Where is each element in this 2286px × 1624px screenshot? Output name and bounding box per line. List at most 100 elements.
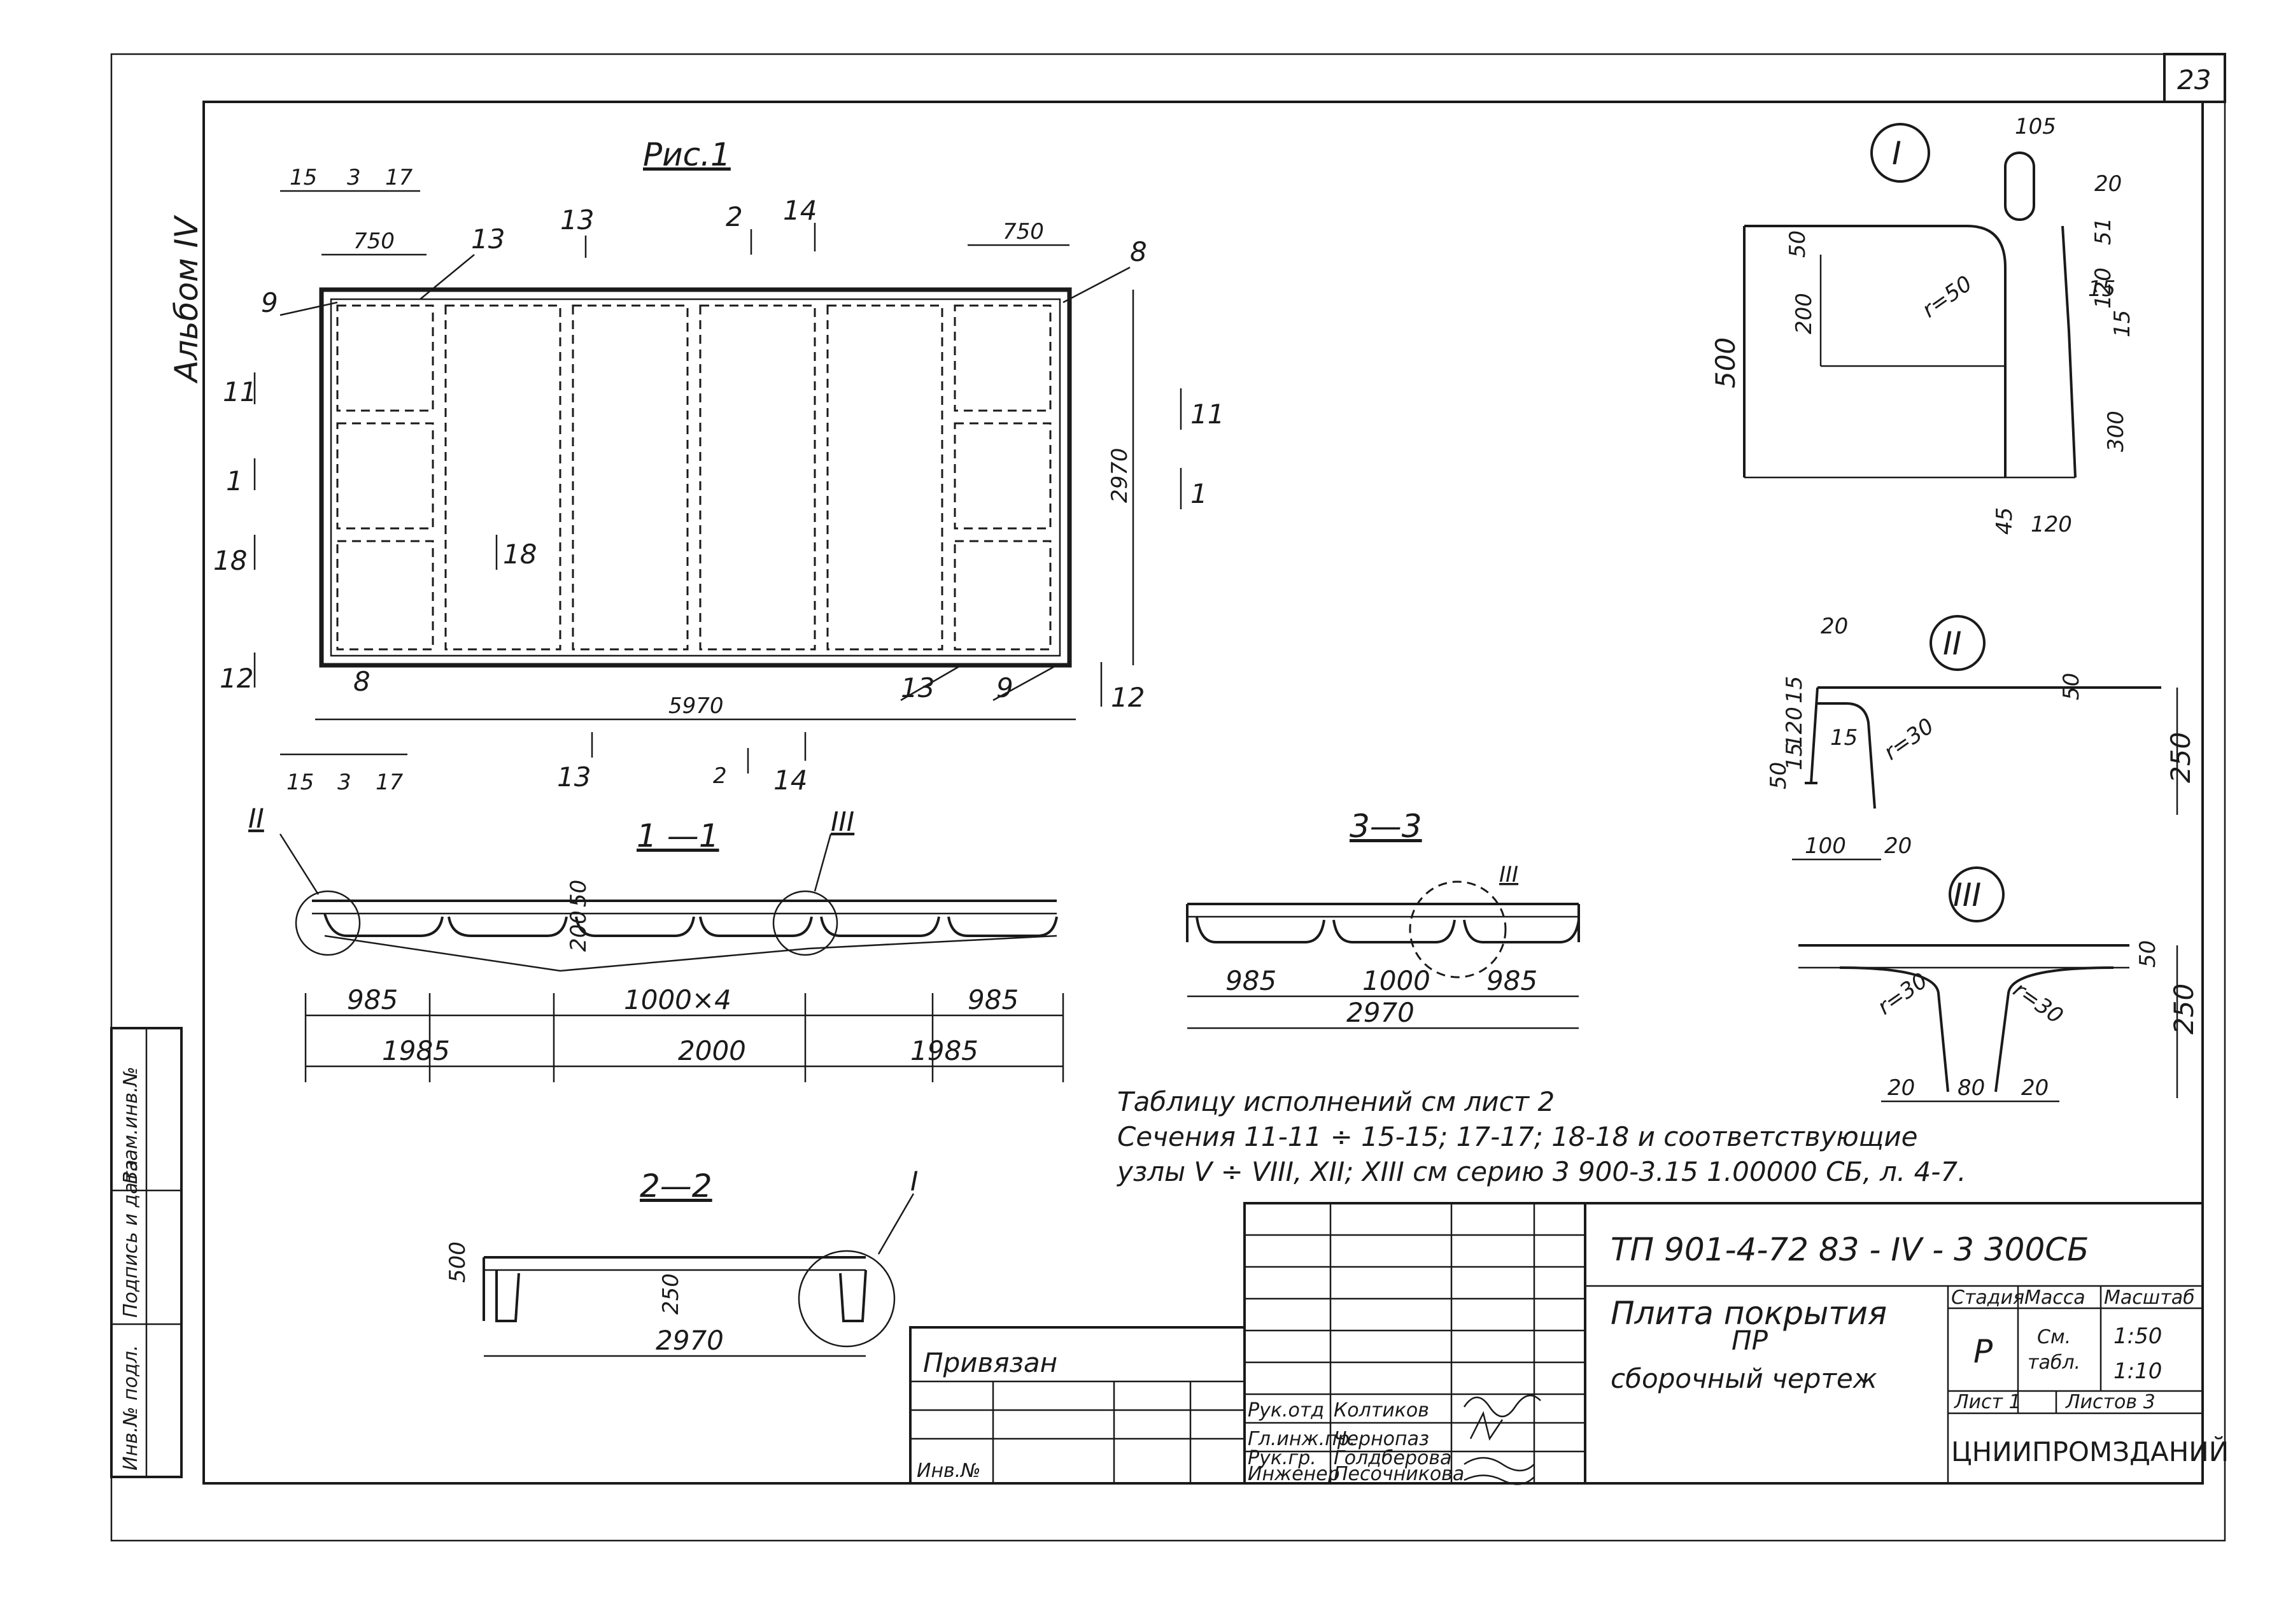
mark-12-right: 12 bbox=[1111, 682, 1145, 713]
nodeI-120b: 120 bbox=[2031, 512, 2072, 537]
dim-50-section11: 50 bbox=[566, 880, 591, 907]
dim-750-left: 750 bbox=[353, 229, 395, 254]
mark-bottom-3: 3 bbox=[337, 770, 351, 795]
callout-9-top-left: 9 bbox=[261, 287, 278, 318]
mark-11-left: 11 bbox=[223, 376, 257, 407]
node-II-label: II bbox=[1943, 625, 1962, 662]
callout-9-bottom-right: 9 bbox=[996, 672, 1013, 703]
dim33-1000: 1000 bbox=[1362, 965, 1430, 996]
nodeII-15c: 15 bbox=[1830, 725, 1858, 751]
nodeII-20: 20 bbox=[1821, 614, 1848, 639]
role-2: Гл.инж.пр. bbox=[1248, 1428, 1355, 1450]
role-3: Рук.гр. bbox=[1248, 1447, 1316, 1469]
section-3-3: 3—3 III 985 1000 985 2970 bbox=[1186, 808, 1580, 1029]
nodeI-500: 500 bbox=[1710, 337, 1741, 388]
nodeII-250: 250 bbox=[2165, 732, 2196, 783]
mark-18-inner: 18 bbox=[503, 539, 537, 570]
dim33-985-right: 985 bbox=[1486, 965, 1537, 996]
mark-1-left: 1 bbox=[226, 465, 243, 497]
dim-top-3: 3 bbox=[347, 165, 361, 190]
side-stamp: Инв.№ подл. Подпись и дата Взам.инв.№ bbox=[110, 1027, 183, 1478]
signature-scribble bbox=[1463, 1394, 1541, 1485]
nodeI-200: 200 bbox=[1791, 293, 1817, 334]
nodeII-50: 50 bbox=[2059, 673, 2084, 700]
node-III-label: III bbox=[1953, 877, 1981, 914]
dim-1000x4: 1000×4 bbox=[624, 984, 731, 1015]
mark-14-bottom: 14 bbox=[773, 765, 807, 796]
mark-bottom-17: 17 bbox=[376, 770, 404, 795]
name-2: Чернопаз bbox=[1334, 1428, 1429, 1450]
note-line-3: узлы V ÷ VIII, XII; XIII см серию 3 900-… bbox=[1116, 1156, 1966, 1187]
mass-header: Масса bbox=[2024, 1287, 2085, 1309]
side-label-sign: Подпись и дата bbox=[120, 1160, 142, 1318]
section-1-1: 1 —1 II III 50 200 985 1000×4 985 1985 2… bbox=[248, 803, 1064, 1082]
inv-no-label: Инв.№ bbox=[917, 1460, 980, 1482]
dim22-500: 500 bbox=[445, 1241, 470, 1283]
nodeIII-250: 250 bbox=[2168, 984, 2199, 1034]
nodeII-100: 100 bbox=[1805, 833, 1846, 859]
drawing-code: ТП 901-4-72 83 - IV - 3 300СБ bbox=[1611, 1231, 2089, 1268]
privyazan-label: Привязан bbox=[923, 1347, 1057, 1378]
node-I-label: I bbox=[1892, 135, 1901, 172]
notes: Таблицу исполнений см лист 2 Сечения 11-… bbox=[1116, 1086, 1966, 1187]
drawing-name-2: ПР bbox=[1732, 1325, 1768, 1356]
drawing-name-1: Плита покрытия bbox=[1611, 1295, 1887, 1332]
role-1: Рук.отд bbox=[1248, 1399, 1324, 1422]
mark-14-top: 14 bbox=[783, 195, 817, 226]
slab-outline bbox=[319, 287, 1072, 668]
node-III-marker-33: III bbox=[1499, 862, 1518, 887]
nodeIII-r30-right: r=30 bbox=[2008, 977, 2068, 1029]
mark-18-left: 18 bbox=[213, 545, 247, 576]
stage-value: Р bbox=[1973, 1333, 1993, 1370]
mark-13-top: 13 bbox=[560, 204, 594, 236]
section-2-2: 2—2 I 500 250 2970 bbox=[445, 1166, 918, 1357]
dim-750-right: 750 bbox=[1003, 219, 1044, 244]
nodeI-45: 45 bbox=[1992, 507, 2017, 535]
dim-top-17: 17 bbox=[385, 165, 413, 190]
dim33-2970: 2970 bbox=[1346, 997, 1415, 1028]
mark-2-top: 2 bbox=[726, 201, 743, 232]
nodeI-120: 120 bbox=[2091, 267, 2116, 309]
callout-8-bottom-left: 8 bbox=[353, 666, 370, 697]
node-II-detail: II 20 50 15 120 15 50 15 r=30 250 100 20 bbox=[1766, 614, 2196, 861]
mark-1-right: 1 bbox=[1190, 478, 1208, 509]
side-label-inv: Инв.№ подл. bbox=[120, 1345, 142, 1471]
callout-13-top: 13 bbox=[471, 223, 505, 255]
nodeIII-80: 80 bbox=[1958, 1075, 1985, 1101]
nodeI-20: 20 bbox=[2094, 171, 2122, 197]
nodeII-120: 120 bbox=[1782, 707, 1807, 748]
dim-200-section11: 200 bbox=[566, 910, 591, 952]
dim-1985-left: 1985 bbox=[382, 1035, 450, 1066]
nodeI-15b: 15 bbox=[2110, 310, 2135, 337]
nodeIII-r30-left: r=30 bbox=[1873, 968, 1932, 1020]
sheet-label: Лист 1 bbox=[1954, 1391, 2021, 1413]
callout-8-top-right: 8 bbox=[1130, 236, 1147, 267]
dim22-250: 250 bbox=[658, 1273, 684, 1315]
nodeII-15b: 15 bbox=[1782, 743, 1807, 770]
mark-bottom-15: 15 bbox=[286, 770, 314, 795]
album-label: Альбом IV bbox=[168, 215, 205, 384]
note-line-1: Таблицу исполнений см лист 2 bbox=[1117, 1086, 1555, 1117]
nodeII-r30: r=30 bbox=[1879, 713, 1938, 765]
mark-13-bottom: 13 bbox=[557, 761, 591, 793]
nodeI-15a: 15 bbox=[2088, 276, 2115, 302]
dim-2000: 2000 bbox=[678, 1035, 746, 1066]
inner-frame bbox=[202, 101, 2204, 1485]
nodeII-50b: 50 bbox=[1766, 762, 1791, 789]
dim-985-right: 985 bbox=[968, 984, 1019, 1015]
name-3: Голдберова bbox=[1334, 1447, 1451, 1469]
mark-11-right: 11 bbox=[1190, 399, 1224, 430]
sheet-number-box bbox=[2163, 53, 2226, 103]
plan-view: 15 3 17 750 750 2970 5970 9 13 8 8 13 9 … bbox=[213, 165, 1224, 796]
outer-frame bbox=[110, 53, 2226, 1542]
dim-1985-right: 1985 bbox=[910, 1035, 978, 1066]
name-4: Песочникова bbox=[1334, 1463, 1464, 1485]
mark-12-left: 12 bbox=[220, 663, 253, 694]
dim33-985-left: 985 bbox=[1225, 965, 1276, 996]
dim-length-5970: 5970 bbox=[668, 693, 724, 719]
drawing-name-3: сборочный чертеж bbox=[1611, 1363, 1877, 1394]
dim22-2970: 2970 bbox=[656, 1325, 724, 1356]
node-III-detail: III 50 r=30 r=30 250 20 80 20 bbox=[1798, 866, 2199, 1103]
node-I-detail: I 105 20 50 15 120 15 300 500 200 r=50 4… bbox=[1710, 114, 2135, 537]
